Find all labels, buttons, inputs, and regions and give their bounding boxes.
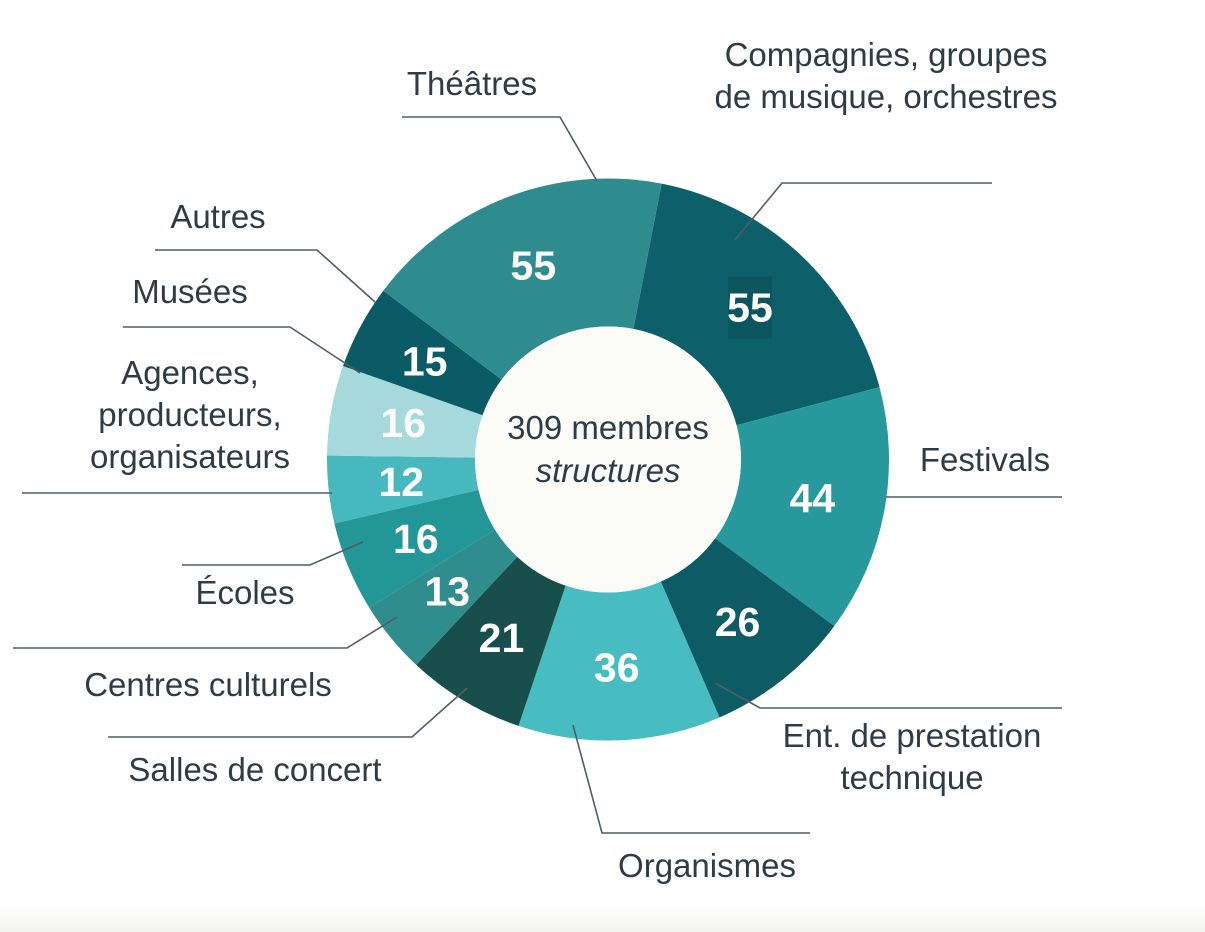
label-compagnies: Compagnies, groupes de musique, orchestr… (714, 36, 1058, 115)
donut-segment (369, 529, 518, 665)
leader-line (734, 182, 992, 241)
donut-segment (383, 178, 662, 380)
leader-line (13, 616, 398, 649)
segment-value-label: 13 (424, 568, 470, 614)
leader-line (714, 682, 1062, 709)
segment-value-label: 16 (380, 400, 426, 446)
leader-line (572, 724, 810, 834)
label-autres: Autres (170, 198, 266, 235)
label-ecoles: Écoles (195, 574, 295, 611)
donut-segment (633, 183, 880, 426)
donut-segment (327, 365, 483, 458)
segment-value-label: 15 (402, 338, 448, 384)
segment-value-label: 16 (393, 516, 439, 562)
leader-line (402, 116, 598, 182)
label-musees: Musées (132, 273, 248, 310)
segment-value-label: 21 (479, 615, 525, 661)
donut-segment (343, 290, 502, 416)
chart-center-label: 309 membres structures (448, 406, 768, 492)
label-centres-culturels: Centres culturels (84, 666, 332, 703)
donut-segment (327, 455, 479, 524)
donut-segment (334, 489, 495, 608)
segment-value-label: 26 (715, 599, 761, 645)
leader-line (182, 541, 364, 566)
segment-value-label: 55 (511, 242, 557, 288)
leader-line (108, 687, 468, 738)
segment-value-label: 44 (790, 475, 836, 521)
donut-segment (518, 581, 720, 741)
label-ent-prestation-technique: Ent. de prestation technique (782, 717, 1042, 796)
label-theatres: Théâtres (406, 65, 538, 102)
leader-line (155, 249, 376, 303)
donut-segment (660, 538, 835, 718)
label-organismes: Organismes (618, 847, 796, 884)
value-highlight-box (727, 276, 772, 339)
center-subtitle-text: structures (535, 452, 681, 489)
label-agences-producteurs-organisateurs: Agences, producteurs, organisateurs (90, 354, 290, 475)
donut-segment (416, 556, 566, 726)
segment-value-label: 55 (727, 284, 773, 330)
label-festivals: Festivals (919, 441, 1051, 478)
leader-line (123, 326, 361, 374)
page-bottom-edge (0, 904, 1205, 932)
center-total-text: 309 membres (507, 409, 709, 446)
donut-hole (475, 326, 741, 593)
segment-value-label: 12 (378, 459, 424, 505)
label-salles-de-concert: Salles de concert (128, 751, 382, 788)
segment-value-label: 36 (594, 644, 640, 690)
donut-segment (715, 387, 889, 627)
